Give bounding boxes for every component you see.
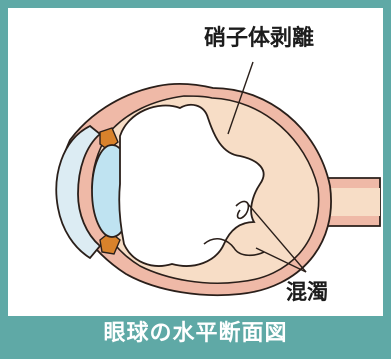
label-vitreous-detachment: 硝子体剥離 (204, 28, 314, 50)
label-opacity: 混濁 (286, 282, 328, 303)
figure-caption: 眼球の水平断面図 (103, 323, 287, 345)
caption-bar: 眼球の水平断面図 (8, 316, 383, 351)
eyeball-horizontal-section-diagram (8, 8, 383, 318)
